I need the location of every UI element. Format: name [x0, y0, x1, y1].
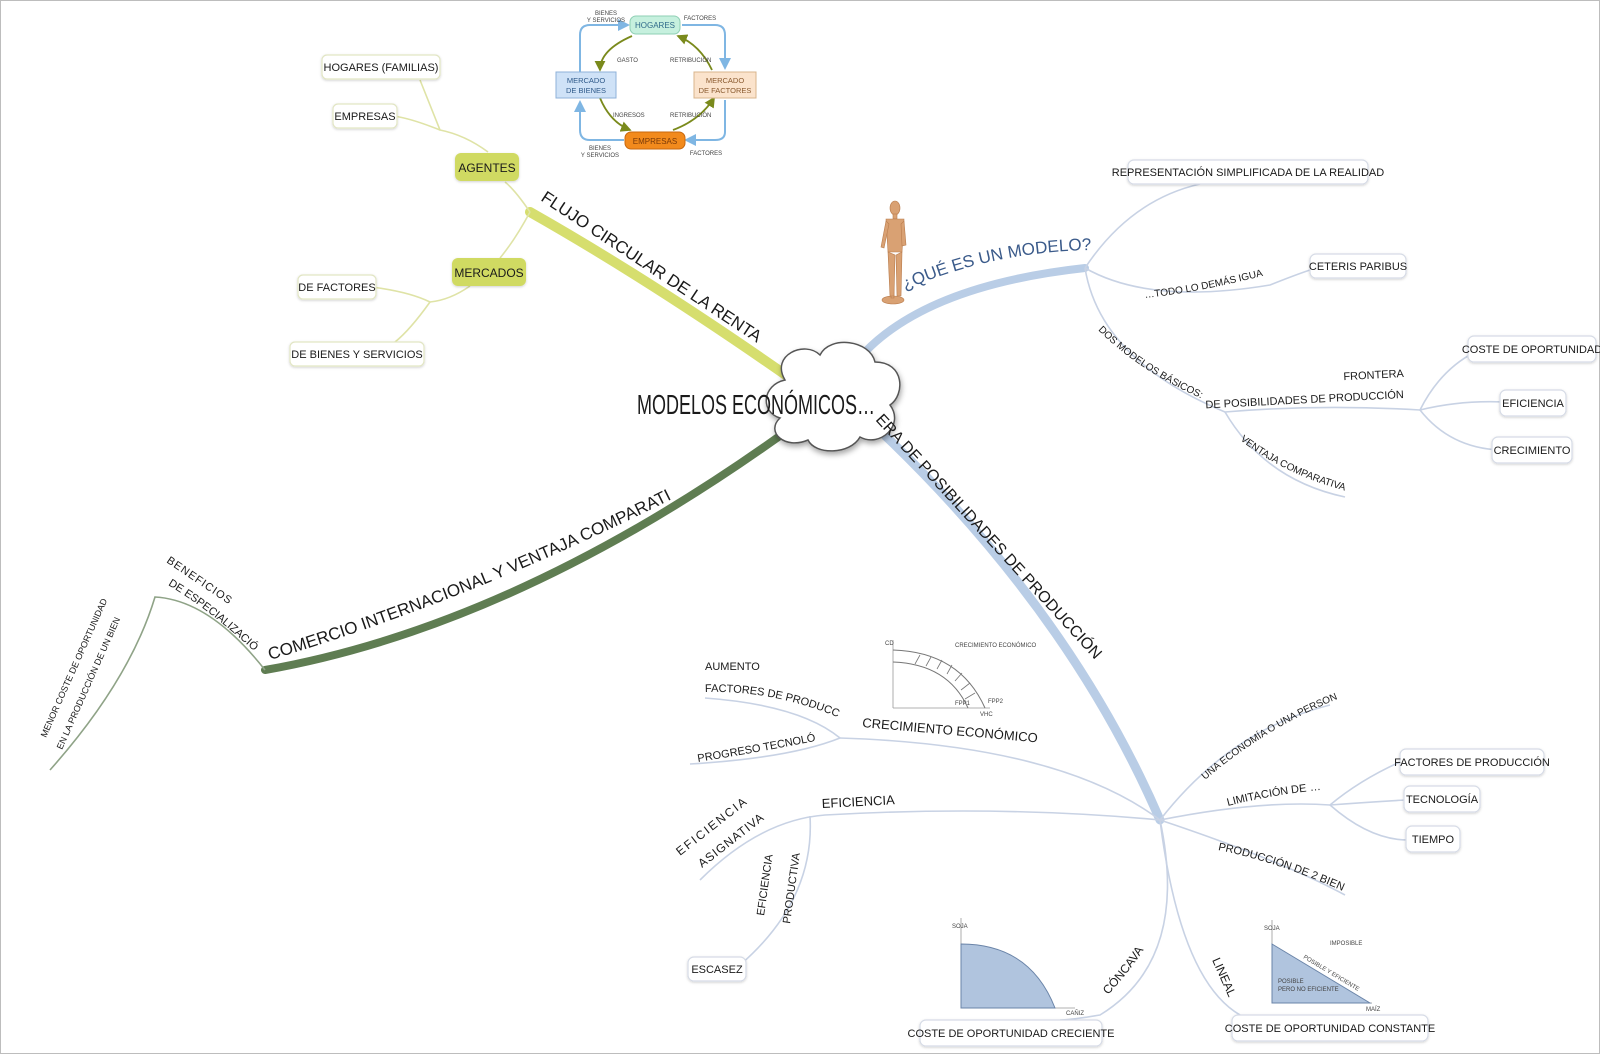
mannequin-icon	[880, 200, 907, 305]
concava-xlabel: CAÑIZ	[1066, 1010, 1084, 1017]
crec-fpp2: FPP2	[988, 699, 1004, 705]
svg-text:COSTE DE OPORTUNIDAD: COSTE DE OPORTUNIDAD	[1462, 344, 1600, 356]
cf-gasto: GASTO	[617, 58, 638, 64]
cf-factores-bottom: FACTORES	[690, 151, 722, 157]
label-lineal: LINEAL	[1209, 956, 1239, 1000]
cf-bienes-top-2: Y SERVICIOS	[587, 18, 625, 24]
label-dos-modelos: DOS MODELOS BÁSICOS:	[1096, 324, 1205, 401]
cf-hogares: HOGARES	[635, 21, 675, 30]
branch-flujo-label[interactable]: FLUJO CIRCULAR DE LA RENTA	[538, 187, 766, 346]
crec-title: CRECIMIENTO ECONÓMICO	[955, 642, 1037, 649]
svg-text:TIEMPO: TIEMPO	[1412, 834, 1455, 846]
cf-bienes-bottom-2: Y SERVICIOS	[581, 153, 619, 159]
flujo-sub-lines	[371, 79, 531, 343]
node-coste-creciente[interactable]: COSTE DE OPORTUNIDAD CRECIENTE	[908, 1019, 1115, 1047]
concava-ylabel: SOJA	[952, 924, 968, 930]
node-tiempo[interactable]: TIEMPO	[1405, 825, 1461, 853]
lineal-posible: POSIBLE	[1278, 979, 1304, 985]
cf-mercado-factores-1: MERCADO	[706, 76, 745, 85]
label-fpp-line1: FRONTERA	[1343, 368, 1405, 383]
node-factores-produccion[interactable]: FACTORES DE PRODUCCIÓN	[1394, 748, 1550, 776]
svg-text:CETERIS PARIBUS: CETERIS PARIBUS	[1309, 261, 1407, 273]
svg-text:DE BIENES Y SERVICIOS: DE BIENES Y SERVICIOS	[291, 349, 422, 361]
growth-hatching	[914, 654, 976, 700]
node-de-factores[interactable]: DE FACTORES	[297, 274, 377, 300]
node-ceteris-paribus[interactable]: CETERIS PARIBUS	[1309, 253, 1407, 279]
lineal-no-eficiente: PERO NO EFICIENTE	[1278, 987, 1339, 993]
crec-fpp1: FPP1	[955, 701, 971, 707]
cf-factores-top: FACTORES	[684, 16, 716, 22]
cf-retribucion-top: RETRIBUCIÓN	[670, 57, 711, 64]
svg-text:EFICIENCIA: EFICIENCIA	[1502, 398, 1564, 410]
branch-frontera-line	[855, 407, 1165, 825]
comercio-sub-lines	[49, 596, 266, 771]
branch-modelo-line	[861, 264, 1089, 356]
node-tecnologia[interactable]: TECNOLOGÍA	[1403, 785, 1481, 813]
chart-crecimiento-economico: CD CRECIMIENTO ECONÓMICO FPP1 FPP2 VHC	[885, 640, 1037, 718]
central-title: MODELOS ECONÓMICOS…	[637, 389, 875, 420]
node-escasez[interactable]: ESCASEZ	[687, 956, 747, 982]
circular-flow-diagram: HOGARES MERCADO DE BIENES MERCADO DE FAC…	[555, 11, 757, 159]
node-coste-oportunidad[interactable]: COSTE DE OPORTUNIDAD	[1462, 335, 1600, 363]
cf-bienes-bottom-1: BIENES	[589, 146, 611, 152]
chart-concava: SOJA CAÑIZ	[952, 918, 1084, 1017]
node-agentes-label: AGENTES	[458, 161, 515, 175]
central-cloud[interactable]	[765, 341, 901, 452]
label-concava: CÓNCAVA	[1100, 944, 1146, 997]
label-ventaja-comparativa: VENTAJA COMPARATIVA	[1238, 434, 1347, 494]
node-representacion[interactable]: REPRESENTACIÓN SIMPLIFICADA DE LA REALID…	[1112, 159, 1384, 185]
lineal-ylabel: SOJA	[1264, 926, 1280, 932]
node-mercados-label: MERCADOS	[454, 266, 523, 280]
label-aumento: AUMENTO	[705, 661, 760, 673]
svg-text:CRECIMIENTO: CRECIMIENTO	[1494, 445, 1571, 457]
label-eficiencia-productiva-2: PRODUCTIVA	[781, 851, 803, 924]
svg-text:HOGARES (FAMILIAS): HOGARES (FAMILIAS)	[324, 62, 439, 74]
crec-ylabel: CD	[885, 641, 894, 647]
svg-text:COSTE DE OPORTUNIDAD CRECIENTE: COSTE DE OPORTUNIDAD CRECIENTE	[908, 1028, 1115, 1040]
node-coste-constante[interactable]: COSTE DE OPORTUNIDAD CONSTANTE	[1225, 1014, 1435, 1042]
cf-mercado-factores-2: DE FACTORES	[699, 86, 752, 95]
svg-text:ESCASEZ: ESCASEZ	[691, 964, 743, 976]
cf-retribucion-bottom: RETRIBUCIÓN	[670, 112, 711, 119]
node-empresas[interactable]: EMPRESAS	[332, 103, 398, 129]
svg-text:REPRESENTACIÓN SIMPLIFICADA DE: REPRESENTACIÓN SIMPLIFICADA DE LA REALID…	[1112, 166, 1384, 179]
lineal-xlabel: MAÍZ	[1366, 1006, 1381, 1013]
svg-text:TECNOLOGÍA: TECNOLOGÍA	[1406, 793, 1479, 806]
svg-text:COSTE DE OPORTUNIDAD CONSTANTE: COSTE DE OPORTUNIDAD CONSTANTE	[1225, 1023, 1435, 1035]
branch-frontera-label[interactable]: ERA DE POSIBILIDADES DE PRODUCCIÓN	[872, 411, 1105, 663]
crec-xlabel: VHC	[980, 712, 993, 718]
svg-text:EMPRESAS: EMPRESAS	[334, 111, 395, 123]
cf-ingresos: INGRESOS	[613, 113, 645, 119]
svg-text:DE FACTORES: DE FACTORES	[298, 282, 375, 294]
node-mercados[interactable]: MERCADOS	[452, 258, 526, 286]
node-eficiencia[interactable]: EFICIENCIA	[1499, 389, 1567, 417]
node-de-bienes-y-servicios[interactable]: DE BIENES Y SERVICIOS	[289, 341, 425, 367]
node-crecimiento[interactable]: CRECIMIENTO	[1491, 436, 1573, 464]
frontera-sub-lines	[689, 697, 1409, 1021]
node-hogares-familias[interactable]: HOGARES (FAMILIAS)	[321, 54, 441, 80]
svg-text:FACTORES DE PRODUCCIÓN: FACTORES DE PRODUCCIÓN	[1394, 756, 1550, 769]
branch-flujo-line	[525, 207, 795, 383]
label-eficiencia: EFICIENCIA	[821, 792, 895, 811]
cf-mercado-bienes-2: DE BIENES	[566, 86, 606, 95]
node-agentes[interactable]: AGENTES	[455, 153, 519, 181]
modelo-sub-lines	[1084, 183, 1506, 498]
chart-lineal: SOJA MAÍZ IMPOSIBLE POSIBLE Y EFICIENTE …	[1264, 920, 1381, 1013]
lineal-imposible: IMPOSIBLE	[1330, 941, 1362, 947]
label-de-especializacion: DE ESPECIALIZACIÓN	[0, 0, 261, 654]
label-eficiencia-productiva-1: EFICIENCIA	[755, 853, 776, 916]
cf-bienes-top-1: BIENES	[595, 11, 617, 17]
branch-comercio-line	[261, 421, 799, 674]
cf-empresas: EMPRESAS	[633, 137, 677, 146]
cf-mercado-bienes-1: MERCADO	[567, 76, 606, 85]
